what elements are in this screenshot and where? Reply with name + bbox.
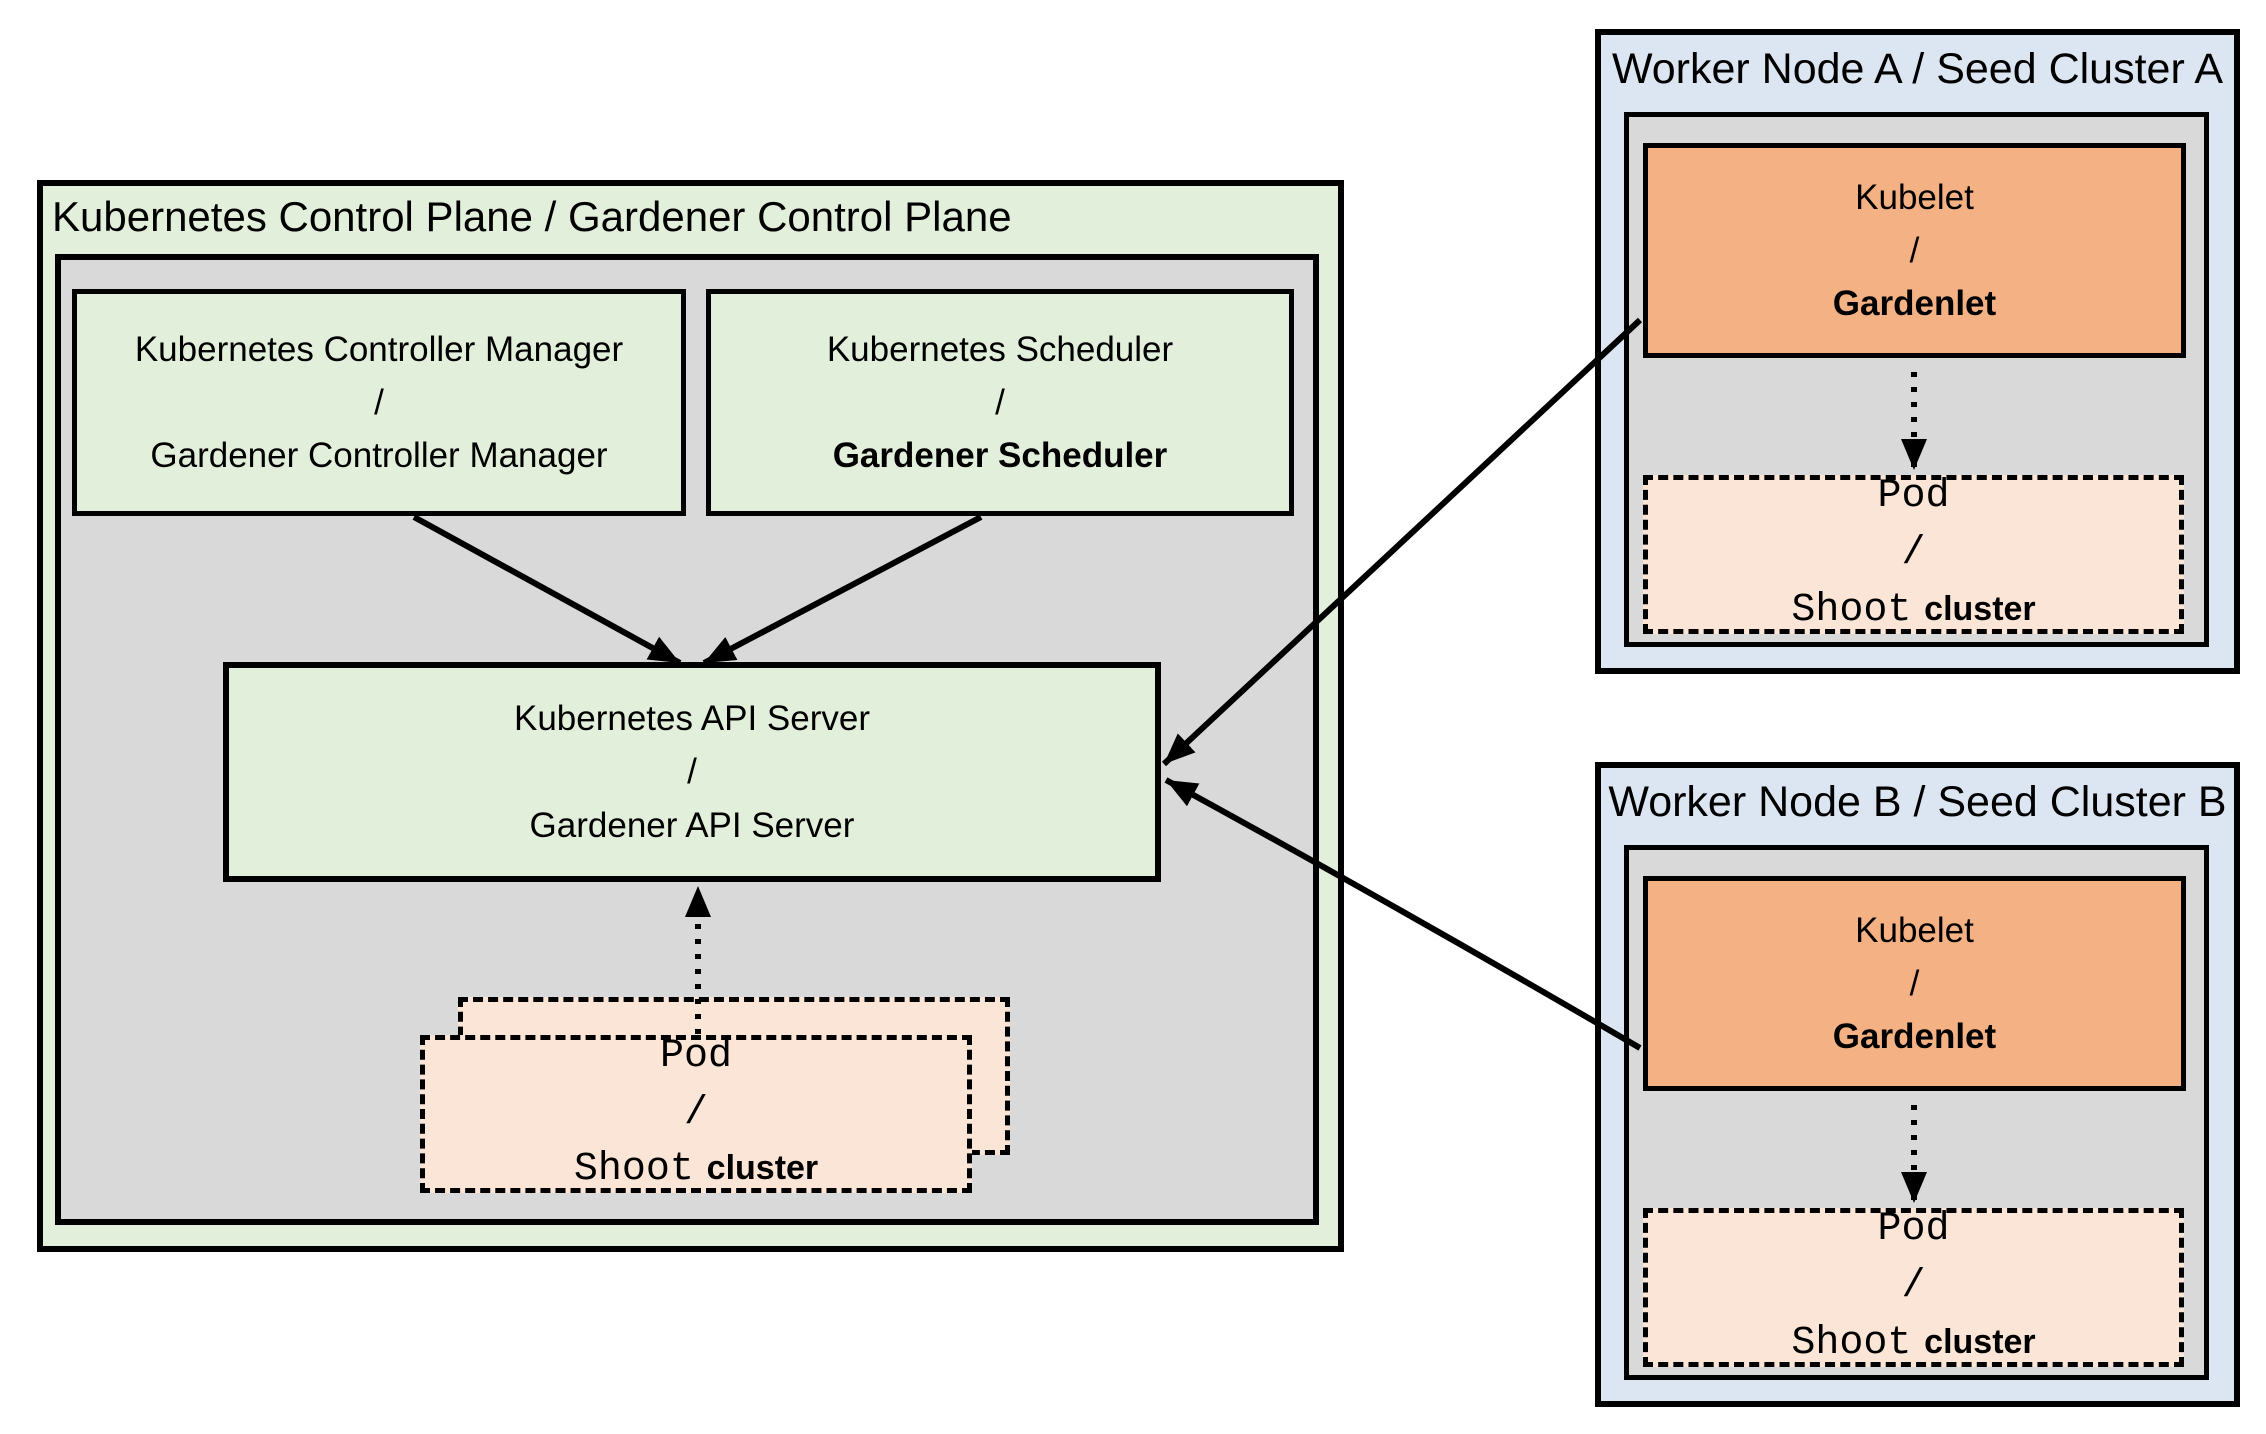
pod-shoot-a-label: Pod / Shoot cluster	[1648, 474, 2179, 633]
kubelet-a-line1: Kubelet	[1855, 177, 1974, 217]
scheduler-box: Kubernetes Scheduler / Gardener Schedule…	[706, 289, 1294, 516]
api-server-separator: /	[687, 752, 697, 792]
pod-a-line1: Pod	[1877, 474, 1950, 520]
pod-line1: Pod	[659, 1033, 732, 1079]
pod-a-line3-cluster: cluster	[1924, 589, 2036, 628]
pod-b-line3: Shoot cluster	[1791, 1316, 2035, 1373]
kubelet-a-line2: Gardenlet	[1832, 284, 1997, 324]
pod-line3: Shoot cluster	[574, 1142, 818, 1199]
pod-shoot-box-a: Pod / Shoot cluster	[1643, 474, 2184, 634]
api-server-line1: Kubernetes API Server	[513, 699, 871, 739]
controller-manager-line2: Gardener Controller Manager	[150, 436, 608, 476]
pod-shoot-box-front: Pod / Shoot cluster	[420, 1034, 972, 1193]
pod-b-line3-cluster: cluster	[1924, 1322, 2036, 1361]
controller-manager-label: Kubernetes Controller Manager / Gardener…	[77, 294, 681, 511]
scheduler-line2: Gardener Scheduler	[832, 436, 1168, 476]
kubelet-b-separator: /	[1909, 963, 1920, 1003]
kubelet-b-line1: Kubelet	[1855, 910, 1974, 950]
scheduler-label: Kubernetes Scheduler / Gardener Schedule…	[711, 294, 1289, 511]
controller-manager-box: Kubernetes Controller Manager / Gardener…	[72, 289, 686, 516]
control-plane-title: Kubernetes Control Plane / Gardener Cont…	[52, 193, 1012, 240]
pod-line3-cluster: cluster	[706, 1149, 819, 1188]
api-server-box: Kubernetes API Server / Gardener API Ser…	[223, 662, 1161, 882]
pod-a-separator: /	[1901, 531, 1926, 577]
kubelet-gardenlet-box-b: Kubelet / Gardenlet	[1643, 876, 2186, 1091]
worker-node-b-title: Worker Node B / Seed Cluster B	[1608, 778, 2227, 826]
kubelet-gardenlet-box-a: Kubelet / Gardenlet	[1643, 143, 2186, 358]
pod-a-line3: Shoot cluster	[1791, 583, 2035, 640]
kubelet-b-line2: Gardenlet	[1832, 1017, 1997, 1057]
kubelet-a-separator: /	[1909, 230, 1920, 270]
pod-a-line3-shoot: Shoot	[1791, 587, 1912, 633]
scheduler-separator: /	[995, 382, 1005, 422]
api-server-line2: Gardener API Server	[529, 805, 855, 845]
scheduler-line1: Kubernetes Scheduler	[826, 329, 1174, 369]
pod-b-separator: /	[1901, 1264, 1926, 1310]
worker-node-a-title: Worker Node A / Seed Cluster A	[1611, 45, 2224, 93]
pod-b-line3-shoot: Shoot	[1791, 1320, 1912, 1366]
pod-line3-shoot: Shoot	[573, 1147, 694, 1193]
pod-separator: /	[683, 1090, 708, 1136]
controller-manager-separator: /	[374, 382, 384, 422]
api-server-label: Kubernetes API Server / Gardener API Ser…	[229, 668, 1155, 876]
pod-shoot-b-label: Pod / Shoot cluster	[1648, 1207, 2179, 1366]
pod-shoot-box-b: Pod / Shoot cluster	[1643, 1207, 2184, 1367]
pod-shoot-label: Pod / Shoot cluster	[425, 1034, 967, 1193]
kubelet-b-label: Kubelet / Gardenlet	[1648, 881, 2181, 1086]
kubelet-a-label: Kubelet / Gardenlet	[1648, 148, 2181, 353]
pod-b-line1: Pod	[1877, 1207, 1950, 1253]
controller-manager-line1: Kubernetes Controller Manager	[134, 329, 624, 369]
